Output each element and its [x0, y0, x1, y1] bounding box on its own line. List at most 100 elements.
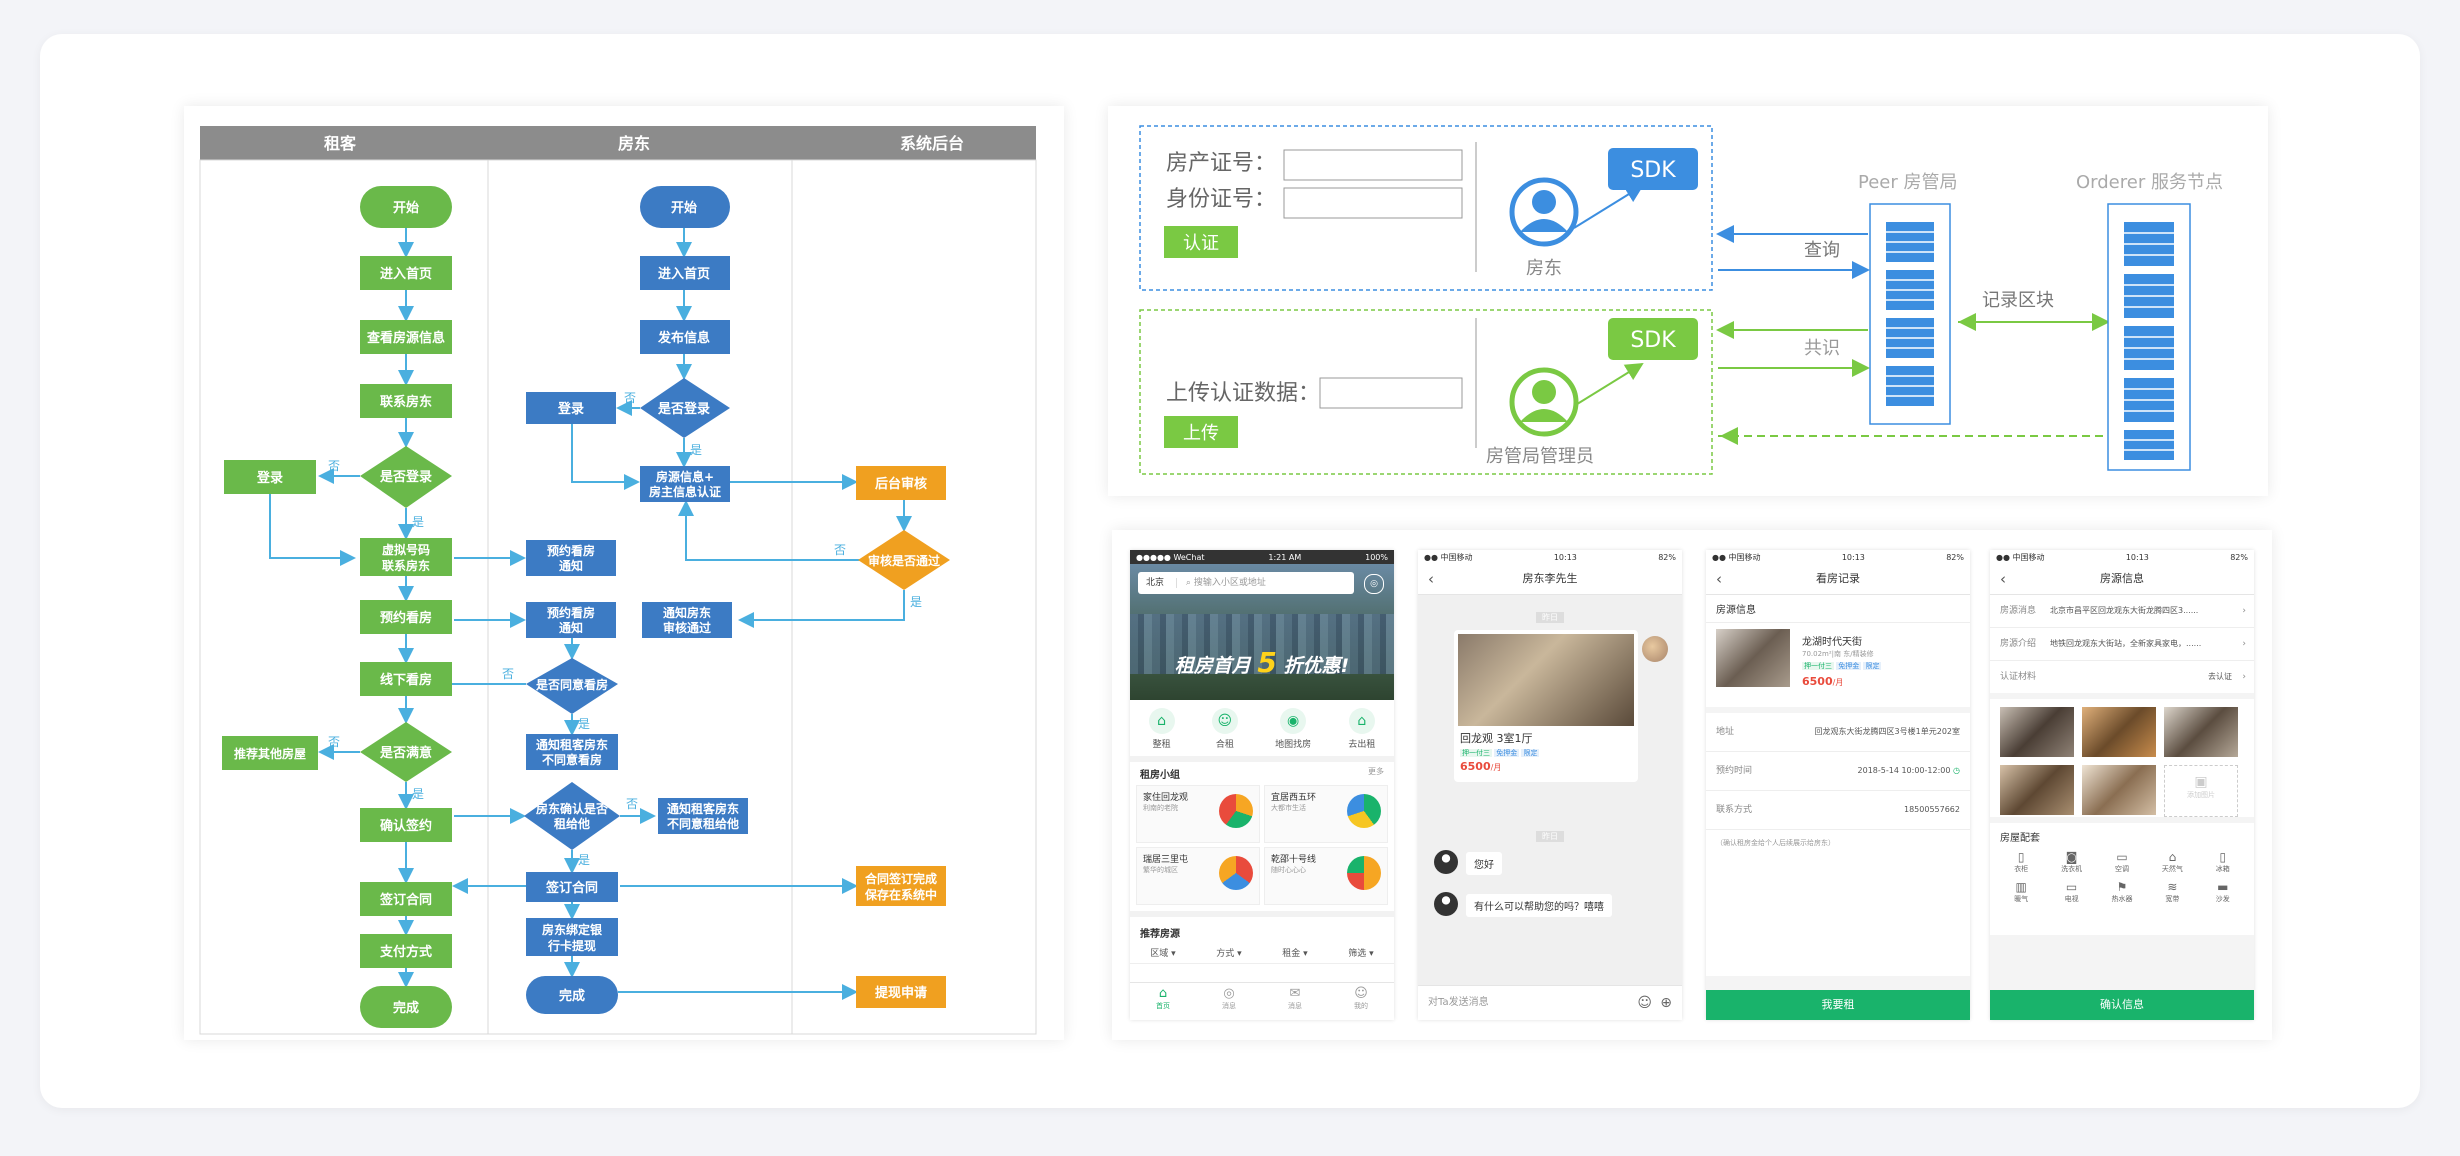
house-intro-row[interactable]: 房源介绍地铁回龙观东大街站，全新家具家电，......›: [1990, 628, 2254, 661]
confirm-info-button[interactable]: 确认信息: [1990, 990, 2254, 1020]
chevron-right-icon: ›: [2242, 639, 2246, 649]
address-row: 地址回龙观东大街龙腾四区3号楼1单元202室: [1706, 713, 1970, 752]
landlord-login-decision-label: 是否登录: [657, 401, 710, 417]
tenant-pay: [360, 934, 452, 968]
filter-more[interactable]: 筛选 ▾: [1348, 946, 1373, 959]
back-icon[interactable]: ‹: [1428, 570, 1434, 588]
tenant-pay-label: 支付方式: [379, 944, 432, 960]
facility-broadband[interactable]: ≋宽带: [2147, 880, 2197, 904]
house-photo[interactable]: [2000, 765, 2074, 815]
group-grid: 家住回龙观利南的老院 宜居西五环大都市生活 瑞居三里屯繁华的城区 乾邵十号线随时…: [1130, 785, 1394, 905]
map-search-button[interactable]: ◉地图找房: [1275, 708, 1311, 750]
upload-input[interactable]: [1319, 377, 1463, 409]
status-battery: 82%: [1946, 552, 1964, 562]
landlord-login: [526, 392, 616, 424]
landlord-bind-label-1: 房东绑定银: [542, 922, 603, 937]
emoji-icon[interactable]: ☺: [1637, 995, 1652, 1011]
lane-landlord: 房东: [618, 134, 650, 153]
filter-mode[interactable]: 方式 ▾: [1216, 946, 1241, 959]
house-photo[interactable]: [2000, 707, 2074, 757]
house-card-title: 回龙观 3室1厅: [1460, 732, 1533, 745]
upload-button[interactable]: [1164, 416, 1238, 448]
facility-sofa[interactable]: ▬沙发: [2198, 880, 2248, 904]
house-message-row[interactable]: 房源消息北京市昌平区回龙观东大街龙腾四区3......›: [1990, 595, 2254, 628]
user-avatar: [1434, 850, 1458, 874]
group-card[interactable]: 瑞居三里屯繁华的城区: [1136, 847, 1260, 905]
landlord-login-label: 登录: [557, 401, 584, 417]
shared-rent-button[interactable]: ☺合租: [1211, 708, 1238, 750]
status-battery: 82%: [2230, 552, 2248, 562]
facility-label: 电视: [2064, 895, 2079, 903]
sdk-top: [1608, 148, 1698, 190]
upload-button-label: 上传: [1183, 423, 1219, 444]
peer-server-stack: [1886, 222, 1934, 406]
tab-label: 我的: [1354, 1002, 1368, 1010]
tab-messages[interactable]: ✉消息: [1288, 986, 1302, 1020]
cert-input[interactable]: [1283, 149, 1463, 181]
tab-home[interactable]: ⌂首页: [1156, 986, 1170, 1020]
tab-profile[interactable]: ☺我的: [1354, 986, 1368, 1020]
section-title: 房源信息: [1706, 595, 1970, 623]
facility-ac[interactable]: ▭空调: [2097, 850, 2147, 874]
add-photo-button[interactable]: ▣添加图片: [2164, 765, 2238, 817]
facility-heating[interactable]: ▥暖气: [1996, 880, 2046, 904]
user-icon: ☺: [1354, 986, 1368, 1001]
plus-icon[interactable]: ⊕: [1660, 995, 1672, 1011]
house-thumb: [1716, 629, 1790, 687]
facility-label: 天然气: [2161, 865, 2183, 873]
group-card[interactable]: 乾邵十号线随时心心心: [1264, 847, 1388, 905]
landlord-confirm-label-1: 房东确认是否: [536, 801, 608, 816]
tab-discover[interactable]: ◎消息: [1222, 986, 1236, 1020]
facility-gas[interactable]: ⌂天然气: [2147, 850, 2197, 874]
banner-suffix: 折优惠!: [1283, 655, 1350, 677]
auth-button[interactable]: [1164, 226, 1238, 258]
filter-label: 筛选: [1348, 949, 1367, 959]
rent-button[interactable]: 我要租: [1706, 990, 1970, 1020]
group-card[interactable]: 宜居西五环大都市生活: [1264, 785, 1388, 843]
id-input[interactable]: [1283, 187, 1463, 219]
facility-wardrobe[interactable]: ▯衣柜: [1996, 850, 2046, 874]
facility-grid: ▯衣柜 ◙洗衣机 ▭空调 ⌂天然气 ▯冰箱 ▥暖气 ▭电视 ⚑热水器 ≋宽带 ▬…: [1990, 850, 2254, 904]
cert-label: 房产证号：: [1166, 151, 1276, 176]
group-more-link[interactable]: 更多: [1368, 767, 1384, 776]
status-time: 10:13: [2125, 552, 2149, 562]
landlord-avatar: [1642, 636, 1668, 662]
lease-out-button[interactable]: ⌂去出租: [1348, 708, 1375, 750]
chevron-right-icon: ›: [2242, 606, 2246, 616]
search-bar[interactable]: 北京 ⌕ 搜输入小区或地址: [1138, 572, 1354, 594]
back-icon[interactable]: ‹: [2000, 570, 2006, 588]
system-withdraw-label: 提现申请: [875, 985, 927, 1001]
back-icon[interactable]: ‹: [1716, 570, 1722, 588]
house-photo[interactable]: [2164, 707, 2238, 757]
system-saved: [856, 866, 946, 906]
whole-rent-button[interactable]: ⌂整租: [1148, 708, 1175, 750]
facility-fridge[interactable]: ▯冰箱: [2198, 850, 2248, 874]
heating-icon: ▥: [2015, 880, 2027, 894]
house-photo[interactable]: [2082, 765, 2156, 815]
group-card[interactable]: 家住回龙观利南的老院: [1136, 785, 1260, 843]
landlord-reject-view-label-2: 不同意看房: [542, 752, 602, 767]
phone-viewing-record: ●● 中国移动 10:13 82% ‹ 看房记录 房源信息 龙湖时代天街 70.…: [1706, 550, 1970, 1020]
chat-input[interactable]: 对Ta发送消息: [1428, 997, 1489, 1008]
house-card-message[interactable]: 回龙观 3室1厅 押一付三 免押金 限定 6500/月: [1454, 630, 1638, 782]
scan-icon[interactable]: ◎: [1364, 574, 1384, 594]
filter-area[interactable]: 区域 ▾: [1150, 946, 1175, 959]
city-select[interactable]: 北京: [1138, 578, 1178, 588]
facility-tv[interactable]: ▭电视: [2046, 880, 2096, 904]
peer-label: Peer 房管局: [1858, 172, 1957, 193]
icon-label: 去出租: [1348, 740, 1376, 750]
tenant-start: [360, 186, 452, 228]
certificate-row[interactable]: 认证材料去认证›: [1990, 661, 2254, 693]
status-carrier: ●●●●● WeChat: [1136, 552, 1205, 562]
tenant-contact: [360, 384, 452, 418]
chevron-down-icon: ▾: [1168, 949, 1176, 959]
facility-washer[interactable]: ◙洗衣机: [2046, 850, 2096, 874]
group-sub: 繁华的城区: [1143, 866, 1178, 874]
house-photo[interactable]: [2082, 707, 2156, 757]
flowchart: 租客 房东 系统后台: [199, 126, 1037, 1035]
landlord-home: [640, 256, 730, 290]
filter-rent[interactable]: 租金 ▾: [1282, 946, 1307, 959]
phone-home-screen: ●●●●● WeChat 1:21 AM 100% 北京 ⌕ 搜输入小区或地址 …: [1130, 550, 1394, 1020]
facility-water-heater[interactable]: ⚑热水器: [2097, 880, 2147, 904]
banner[interactable]: 北京 ⌕ 搜输入小区或地址 ◎ 租房首月 5 折优惠!: [1130, 564, 1394, 700]
